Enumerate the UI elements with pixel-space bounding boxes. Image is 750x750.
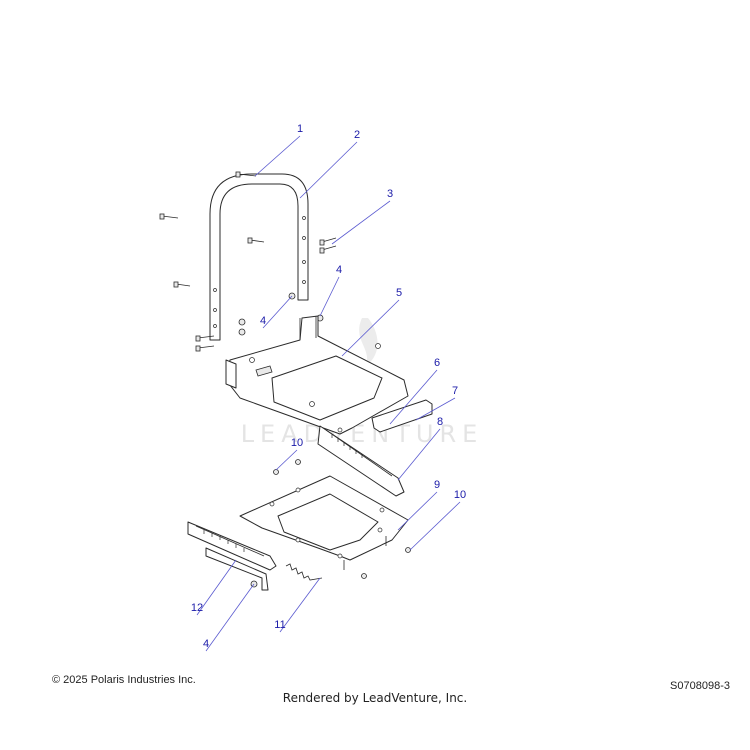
callout-leader-line [341,299,400,357]
callout-leader-line [196,559,237,616]
rendered-by-credit: Rendered by LeadVenture, Inc. [282,691,468,705]
callout-number-7[interactable]: 7 [452,385,458,397]
callout-leader-line [319,276,340,317]
callout-leader-line [397,491,438,531]
part-seat-base [225,315,409,435]
callout-leader-line [279,577,321,633]
figure-id: S0708098-3 [670,680,730,692]
callout-number-4[interactable]: 4 [203,638,209,650]
part-grab-bar [209,173,309,341]
part-bolts [159,171,337,352]
leadventure-watermark: LEADVENTURE [241,318,484,448]
callout-number-10[interactable]: 10 [291,437,303,449]
callout-leader-line [331,200,391,245]
watermark-text: LEADVENTURE [241,420,484,448]
callout-number-2[interactable]: 2 [354,129,360,141]
callout-number-4[interactable]: 4 [260,315,266,327]
callout-number-11[interactable]: 11 [274,619,285,631]
callout-leader-line [415,397,456,421]
callout-leader-line [389,369,438,425]
callout-number-12[interactable]: 12 [191,602,203,614]
callout-leader-line [299,141,358,199]
callout-number-1[interactable]: 1 [297,123,303,135]
part-slide-rail-right [317,425,405,497]
part-mounting-plate [239,475,409,570]
part-spring [285,563,323,581]
part-bracket [371,399,433,433]
copyright-notice: © 2025 Polaris Industries Inc. [52,674,196,686]
callout-leader-line [254,135,301,177]
callout-leader-line [275,449,298,471]
callout-number-3[interactable]: 3 [387,188,393,200]
callout-number-5[interactable]: 5 [396,287,402,299]
callout-number-9[interactable]: 9 [434,479,440,491]
part-slide-rail-left [187,521,277,591]
callout-number-8[interactable]: 8 [437,416,443,428]
callout-leader-line [409,501,461,551]
callout-leader-line [205,583,255,652]
callout-number-4[interactable]: 4 [336,264,342,276]
flame-watermark-icon [359,318,378,366]
callout-number-10[interactable]: 10 [454,489,466,501]
callout-number-6[interactable]: 6 [434,357,440,369]
callout-leader-line [262,295,293,329]
callout-leader-line [397,428,441,481]
